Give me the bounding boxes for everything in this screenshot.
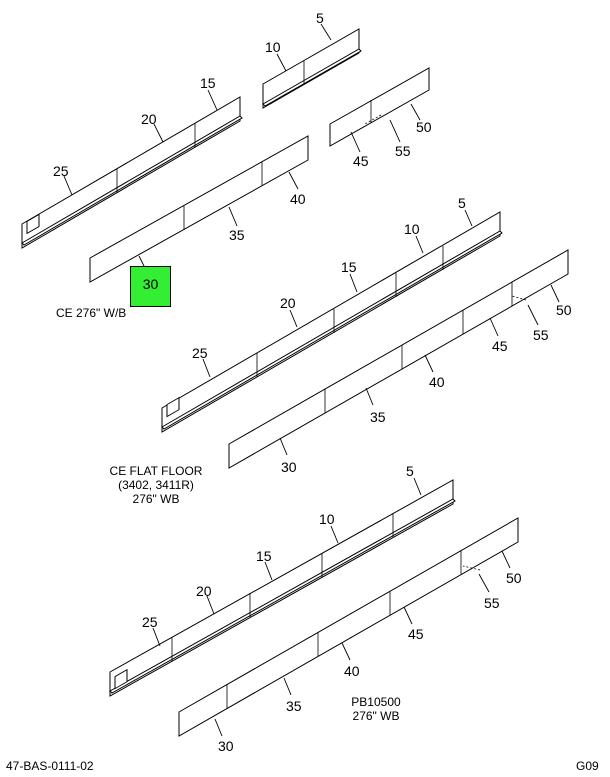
leader-40-g2 (424, 354, 434, 373)
group-3-pb10500: 5 10 15 20 25 50 55 45 40 35 30 (109, 463, 522, 754)
callout-45-g3: 45 (408, 626, 424, 642)
leader-45-g2 (489, 317, 499, 337)
callout-15-g2: 15 (341, 259, 357, 275)
callout-10-g3: 10 (319, 511, 335, 527)
rail-part-5-25-g3 (109, 479, 456, 697)
leader-40 (288, 171, 299, 190)
leader-5-g3 (413, 477, 422, 496)
leader-25-g3 (152, 627, 161, 647)
caption-group-2-line-3: 276" WB (132, 492, 180, 506)
callout-25-g3: 25 (142, 614, 158, 630)
panel-part-45-50-55 (329, 67, 430, 147)
callout-55-g2: 55 (533, 327, 549, 343)
leader-15 (207, 89, 218, 111)
leader-30-g3 (214, 718, 223, 737)
leader-10-g3 (330, 525, 339, 544)
callout-40-g3: 40 (344, 663, 360, 679)
leader-10 (276, 53, 287, 72)
leader-30-g2 (279, 437, 288, 456)
leader-20-g3 (206, 595, 215, 615)
leader-35 (228, 206, 238, 227)
callout-35-g3: 35 (286, 698, 302, 714)
group-1-ce-276-wb: 5 10 15 20 25 40 35 50 55 45 (21, 10, 432, 283)
leader-25-g2 (202, 358, 211, 378)
caption-group-1: CE 276" W/B (56, 306, 127, 320)
callout-50-g3: 50 (506, 570, 522, 586)
panel-part-30-55-g2 (228, 249, 569, 469)
leader-55 (389, 119, 401, 143)
leader-20-g2 (289, 309, 298, 328)
leader-20 (153, 123, 164, 143)
leader-5-g2 (464, 209, 473, 227)
footer-drawing-number: 47-BAS-0111-02 (6, 759, 94, 773)
callout-55: 55 (395, 143, 411, 159)
callout-5: 5 (316, 10, 324, 26)
leader-45-g3 (403, 606, 413, 625)
caption-group-3-line-1: PB10500 (351, 695, 401, 709)
leader-50 (410, 103, 421, 121)
leader-15-g2 (349, 273, 358, 293)
callout-5-g3: 5 (406, 463, 414, 479)
leader-40-g3 (341, 642, 351, 661)
callout-45: 45 (353, 153, 369, 169)
highlighted-callout-30[interactable] (130, 266, 171, 307)
leader-5 (320, 23, 332, 41)
callout-40-g2: 40 (429, 374, 445, 390)
leader-50-g3 (501, 550, 511, 569)
callout-35-g2: 35 (370, 409, 386, 425)
leader-55-g2 (527, 304, 539, 326)
leader-25 (63, 175, 73, 196)
caption-group-2: CE FLAT FLOOR (3402, 3411R) 276" WB (96, 464, 216, 506)
rail-part-5-25-g2 (161, 211, 503, 433)
footer-sheet-code: G09 (576, 759, 599, 773)
caption-group-2-line-2: (3402, 3411R) (118, 478, 194, 492)
caption-group-2-line-1: CE FLAT FLOOR (109, 464, 203, 478)
callout-5-g2: 5 (458, 195, 466, 211)
callout-50: 50 (416, 119, 432, 135)
panel-part-30-55-g3 (178, 517, 519, 737)
callout-30-g3: 30 (218, 738, 234, 754)
caption-group-3-line-2: 276" WB (352, 709, 400, 723)
leader-10-g2 (415, 235, 424, 254)
callout-20-g2: 20 (280, 295, 296, 311)
callout-50-g2: 50 (556, 302, 572, 318)
leader-15-g3 (264, 561, 273, 581)
group-2-ce-flat-floor: 5 10 15 20 25 50 55 45 40 35 30 (161, 195, 572, 475)
highlighted-callout-label[interactable]: 30 (142, 276, 159, 292)
callout-45-g2: 45 (492, 338, 508, 354)
leader-45 (350, 131, 361, 153)
leader-35-g3 (283, 677, 292, 696)
callout-25: 25 (53, 163, 69, 179)
caption-group-3: PB10500 276" WB (336, 695, 416, 723)
callout-30-g2: 30 (281, 459, 297, 475)
leader-55-g3 (478, 573, 490, 593)
callout-10-g2: 10 (404, 221, 420, 237)
callout-20-g3: 20 (196, 583, 212, 599)
callout-15: 15 (200, 75, 216, 91)
callout-10: 10 (265, 39, 281, 55)
callout-35: 35 (229, 227, 245, 243)
callout-55-g3: 55 (484, 595, 500, 611)
leader-35-g2 (365, 387, 374, 406)
leader-50-g2 (550, 284, 560, 303)
panel-part-35-40 (89, 135, 309, 283)
callout-20: 20 (141, 111, 157, 127)
rail-part-15-20-25 (21, 96, 243, 249)
callout-40: 40 (290, 191, 306, 207)
callout-25-g2: 25 (192, 345, 208, 361)
callout-15-g3: 15 (256, 548, 272, 564)
rail-part-5-10 (262, 28, 362, 109)
